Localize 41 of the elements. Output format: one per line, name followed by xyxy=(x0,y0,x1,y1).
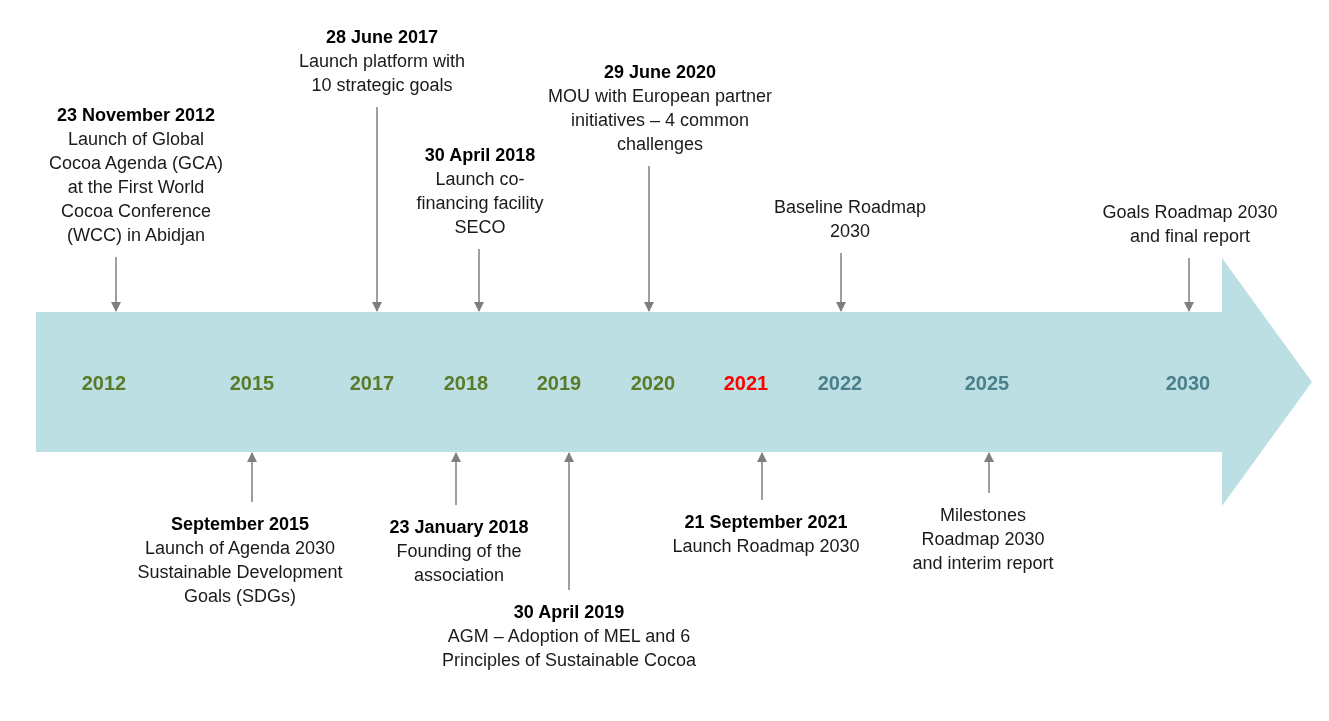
year-label: 2019 xyxy=(519,371,599,395)
arrow xyxy=(111,256,121,312)
year-label: 2030 xyxy=(1148,371,1228,395)
event-description: Launch of Global Cocoa Agenda (GCA) at the First World Cocoa Conference (WCC) in Abidjan xyxy=(47,128,225,247)
arrow xyxy=(564,452,574,591)
year-label: 2015 xyxy=(212,371,292,395)
arrow xyxy=(757,452,767,501)
event-description: Launch co-financing facility SECO xyxy=(415,168,545,239)
arrow xyxy=(984,452,994,494)
event-date: 23 January 2018 xyxy=(388,516,530,539)
year-label: 2025 xyxy=(947,371,1027,395)
event-date: 23 November 2012 xyxy=(55,104,217,127)
event-description: Founding of the association xyxy=(395,540,523,587)
event-description: Launch Roadmap 2030 xyxy=(671,535,861,558)
event-date: 28 June 2017 xyxy=(324,26,440,49)
timeline-arrow xyxy=(36,258,1312,506)
event-description: Baseline Roadmap 2030 xyxy=(772,196,928,243)
arrow xyxy=(451,452,461,506)
event-description: Goals Roadmap 2030 and final report xyxy=(1101,201,1279,248)
event-description: Milestones Roadmap 2030 and interim report xyxy=(911,504,1055,575)
year-label: 2022 xyxy=(800,371,880,395)
year-label: 2017 xyxy=(332,371,412,395)
year-label: 2018 xyxy=(426,371,506,395)
arrow xyxy=(372,106,382,312)
event-date: 30 April 2019 xyxy=(512,601,626,624)
event-date: September 2015 xyxy=(169,513,311,536)
event-description: Launch platform with 10 strategic goals xyxy=(297,50,467,97)
arrow xyxy=(474,248,484,312)
event-description: Launch of Agenda 2030 Sustainable Development Goals (SDGs) xyxy=(136,537,344,608)
event-description: MOU with European partner initiatives – 4 common challenges xyxy=(546,85,774,156)
event-date: 30 April 2018 xyxy=(423,144,537,167)
arrow xyxy=(836,252,846,312)
event-date: 29 June 2020 xyxy=(602,61,718,84)
year-label: 2021 xyxy=(706,371,786,395)
arrow xyxy=(247,452,257,503)
event-date: 21 September 2021 xyxy=(683,511,849,534)
year-label: 2012 xyxy=(64,371,144,395)
arrow xyxy=(1184,257,1194,312)
year-label: 2020 xyxy=(613,371,693,395)
event-description: AGM – Adoption of MEL and 6 Principles of Sustainable Cocoa xyxy=(440,625,698,672)
arrow xyxy=(644,165,654,312)
